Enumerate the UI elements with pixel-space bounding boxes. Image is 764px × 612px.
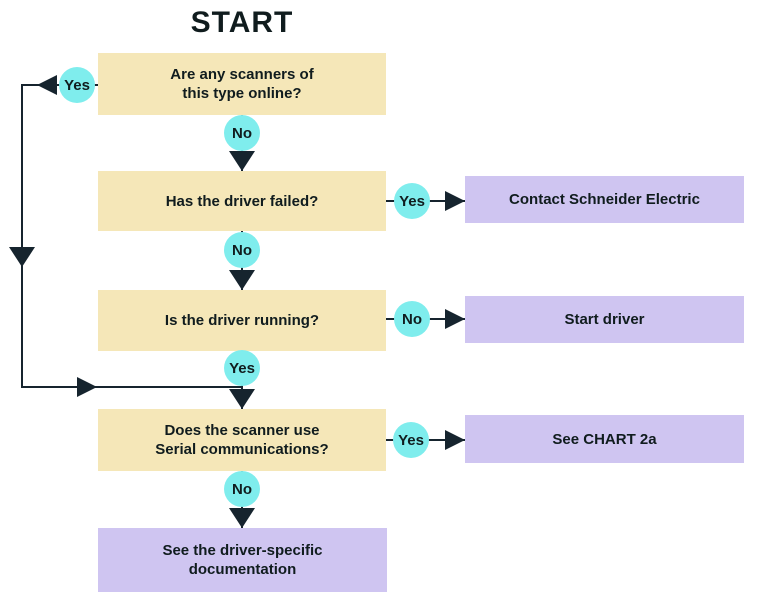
action-box-driver-docs: See the driver-specific documentation xyxy=(98,528,387,592)
edge-label-q4-no: No xyxy=(224,471,260,507)
arrowhead-into-start xyxy=(445,309,465,329)
arrowhead-into-contact xyxy=(445,191,465,211)
edge-label-q1-yes: Yes xyxy=(59,67,95,103)
loop-line-vertical xyxy=(21,84,23,388)
arrowhead-loop-right xyxy=(77,377,97,397)
action-box-see-chart-2a: See CHART 2a xyxy=(465,415,744,463)
arrowhead-into-chart xyxy=(445,430,465,450)
arrowhead-into-q3 xyxy=(229,270,255,290)
edge-label-q4-yes: Yes xyxy=(393,422,429,458)
edge-label-q3-yes: Yes xyxy=(224,350,260,386)
question-box-driver-failed: Has the driver failed? xyxy=(98,171,386,231)
edge-label-q2-no: No xyxy=(224,232,260,268)
action-box-start-driver: Start driver xyxy=(465,296,744,343)
arrowhead-loop-down xyxy=(9,247,35,267)
edge-label-q2-yes: Yes xyxy=(394,183,430,219)
arrowhead-into-q4 xyxy=(229,389,255,409)
question-box-driver-running: Is the driver running? xyxy=(98,290,386,351)
question-box-serial-comms: Does the scanner use Serial communicatio… xyxy=(98,409,386,471)
arrowhead-into-q2 xyxy=(229,151,255,171)
page-title: START xyxy=(190,6,294,39)
loop-line-bottom xyxy=(21,386,243,388)
question-box-scanners-online: Are any scanners of this type online? xyxy=(98,53,386,115)
arrowhead-loop-left xyxy=(37,75,57,95)
arrowhead-into-docs xyxy=(229,508,255,528)
edge-label-q3-no: No xyxy=(394,301,430,337)
action-box-contact-schneider: Contact Schneider Electric xyxy=(465,176,744,223)
edge-label-q1-no: No xyxy=(224,115,260,151)
